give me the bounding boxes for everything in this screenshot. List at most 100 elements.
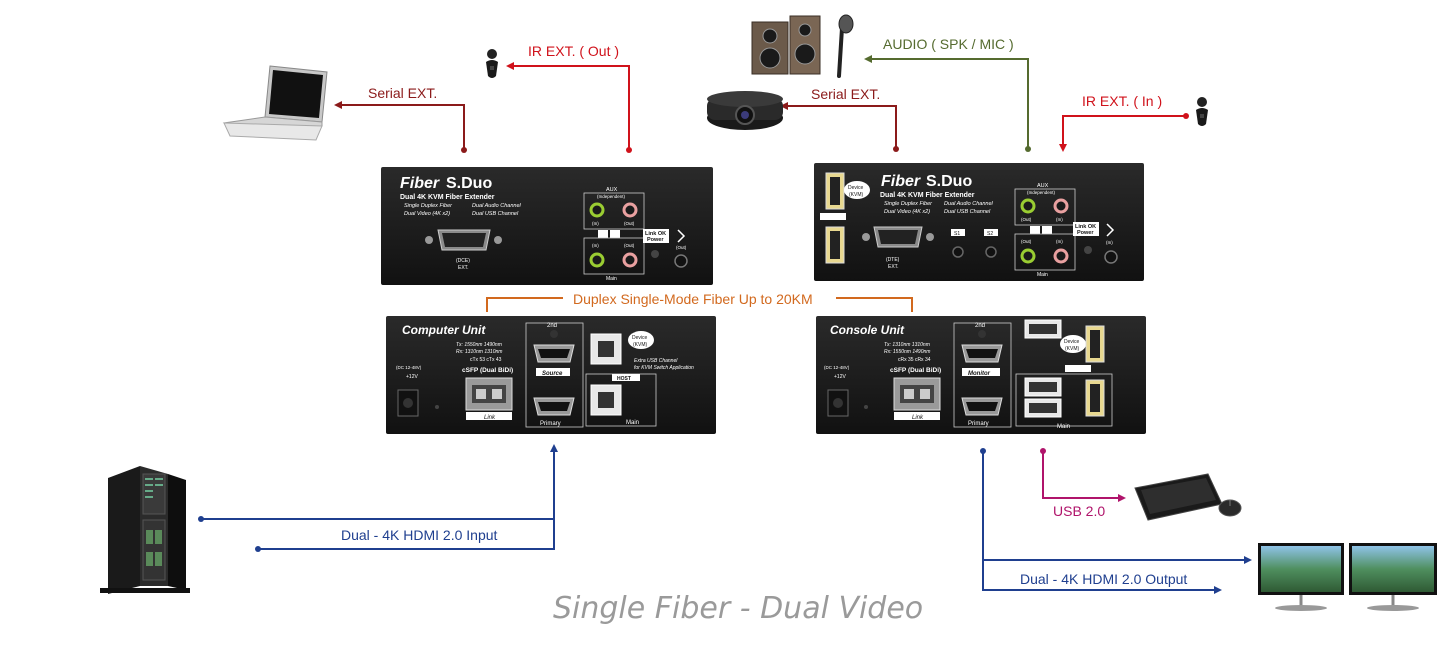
main-label: Main xyxy=(1037,272,1048,278)
fiber-connection: Duplex Single-Mode Fiber Up to 20KM xyxy=(486,291,913,312)
sfp-label: cSFP (Dual BiDi) xyxy=(890,367,941,374)
independent-label: (Independent) xyxy=(597,194,626,199)
keyboard-icon xyxy=(1134,473,1223,521)
usb-connection: USB 2.0 xyxy=(1040,448,1126,519)
model-name: S.Duo xyxy=(446,175,492,192)
port-label: (DTE) xyxy=(886,257,900,263)
tx-spec: Tx: 1310nm 1310nm xyxy=(884,342,930,348)
jack-label: (In) xyxy=(592,221,599,226)
ir-out-connection: IR EXT. ( Out ) xyxy=(506,43,632,153)
usb-b-host-port[interactable] xyxy=(590,384,622,416)
ir-in-port[interactable] xyxy=(1104,250,1118,264)
power-label: Power xyxy=(647,237,664,243)
feature-text: Single Duplex Fiber xyxy=(884,201,933,207)
s1-label: S1 xyxy=(954,231,960,237)
audio-connection: AUDIO ( SPK / MIC ) xyxy=(864,36,1031,152)
serial-port[interactable] xyxy=(425,229,502,251)
monitor-label: Monitor xyxy=(968,371,991,377)
main-out-jack[interactable] xyxy=(622,252,638,268)
feature-text: Single Duplex Fiber xyxy=(404,203,453,209)
s1-button[interactable] xyxy=(952,246,964,258)
rx-spec: Rx: 1310nm 1310nm xyxy=(456,349,502,355)
microphone-icon xyxy=(837,14,854,78)
serial-port[interactable] xyxy=(862,226,934,248)
rear-unit-right: Console Unit Tx: 1310nm 1310nm Rx: 1550n… xyxy=(816,316,1146,434)
front-unit-left: Fiber S.Duo Dual 4K KVM Fiber Extender S… xyxy=(381,167,713,285)
independent-label: (Independent) xyxy=(1027,190,1056,195)
kvm-label: (KVM) xyxy=(1065,346,1080,352)
audio-label: AUDIO ( SPK / MIC ) xyxy=(883,36,1014,52)
aux-in-jack[interactable] xyxy=(1053,198,1069,214)
feature-text: Dual Video (4K x2) xyxy=(884,209,930,215)
monitor-icon xyxy=(1258,543,1344,611)
hdmi-output-label: Dual - 4K HDMI 2.0 Output xyxy=(1020,571,1187,587)
jack-label: (Out) xyxy=(624,221,635,226)
jack-label: (In) xyxy=(1106,240,1113,245)
dc-label: (DC 12-48V) xyxy=(824,365,850,370)
serial-left-label: Serial EXT. xyxy=(368,85,437,101)
device-label: Device xyxy=(632,335,648,341)
hdmi-output-connection: Dual - 4K HDMI 2.0 Output xyxy=(980,448,1252,594)
main-label: Main xyxy=(626,420,639,426)
ir-icon xyxy=(677,229,686,243)
device-kvm-badge xyxy=(628,331,654,349)
s2-button[interactable] xyxy=(985,246,997,258)
speaker-icon xyxy=(751,15,821,75)
jack-label: (In) xyxy=(592,243,599,248)
aux-label: AUX xyxy=(1037,183,1049,189)
device-kvm-badge xyxy=(844,181,870,199)
main-in-jack[interactable] xyxy=(1053,248,1069,264)
hdmi-2nd-label: 2nd xyxy=(547,323,557,329)
kvm-label: (KVM) xyxy=(633,342,648,348)
aux-out-jack[interactable] xyxy=(622,202,638,218)
channel-codes: cTx 53 cTx 43 xyxy=(470,357,502,363)
dc-label: (DC 12-48V) xyxy=(396,365,422,370)
kvm-switch-label: for KVM Switch Application xyxy=(634,365,694,371)
main-out-jack[interactable] xyxy=(1020,248,1036,264)
headphone-icon xyxy=(1030,226,1040,234)
main-label: Main xyxy=(1057,424,1070,430)
rx-spec: Rx: 1550nm 1490nm xyxy=(884,349,930,355)
projector-icon xyxy=(707,91,783,130)
serial-right-label: Serial EXT. xyxy=(811,86,880,102)
jack-label: (Out) xyxy=(676,245,687,250)
feature-text: Dual Audio Channel xyxy=(472,203,521,209)
port-ext-label: EXT. xyxy=(458,265,469,271)
ir-in-label: IR EXT. ( In ) xyxy=(1082,93,1162,109)
ir-sensor-icon xyxy=(486,49,498,78)
power-label: Power xyxy=(1077,230,1094,236)
main-label: Main xyxy=(606,276,617,282)
ir-sensor-icon xyxy=(1196,97,1208,126)
sfp-label: cSFP (Dual BiDi) xyxy=(462,367,513,374)
aux-in-jack[interactable] xyxy=(589,202,605,218)
headphone-icon xyxy=(598,230,608,238)
ir-out-label: IR EXT. ( Out ) xyxy=(528,43,619,59)
tx-spec: Tx: 1550nm 1490nm xyxy=(456,342,502,348)
rear-unit-left: Computer Unit Tx: 1550nm 1490nm Rx: 1310… xyxy=(386,316,716,434)
port-label: (DCE) xyxy=(456,258,470,264)
ir-icon xyxy=(1106,223,1115,237)
brand-logo: Fiber xyxy=(881,173,921,190)
primary-label: Primary xyxy=(540,421,561,427)
host-label: HOST xyxy=(617,376,631,382)
ir-in-connection: IR EXT. ( In ) xyxy=(1059,93,1189,152)
server-tower-icon xyxy=(100,466,190,594)
mouse-icon xyxy=(1218,499,1242,517)
front-unit-right: Device (KVM) Fiber S.Duo Dual 4K KVM Fib… xyxy=(814,163,1144,281)
extra-usb-label: Extra USB Channel xyxy=(634,358,678,364)
link-label: Link xyxy=(912,415,924,421)
main-in-jack[interactable] xyxy=(589,252,605,268)
primary-label: Primary xyxy=(968,421,989,427)
monitor-icon xyxy=(1349,543,1437,611)
aux-out-jack[interactable] xyxy=(1020,198,1036,214)
hdmi-2nd-label: 2nd xyxy=(975,323,985,329)
jack-label: (Out) xyxy=(1021,217,1032,222)
ir-out-port[interactable] xyxy=(674,254,688,268)
brand-logo: Fiber xyxy=(400,175,440,192)
status-led xyxy=(1084,246,1092,254)
unit-title: Console Unit xyxy=(830,323,905,337)
voltage-label: +12V xyxy=(834,374,846,380)
serial-right-connection: Serial EXT. xyxy=(780,86,899,152)
feature-text: Dual USB Channel xyxy=(944,209,991,215)
